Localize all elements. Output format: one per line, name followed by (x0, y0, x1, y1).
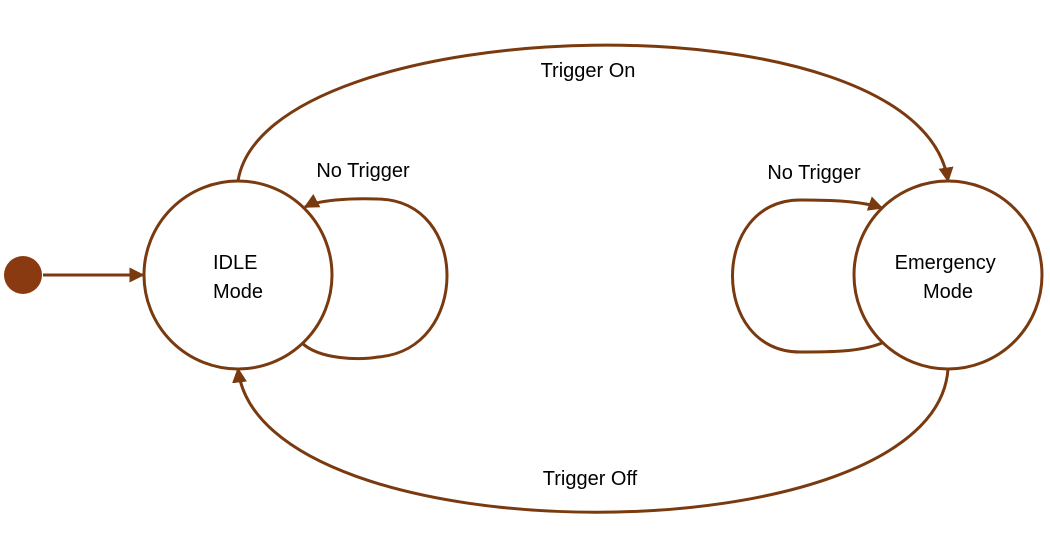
emergency-self-loop-label: No Trigger (767, 162, 861, 184)
trigger-on-arrow (236, 43, 954, 183)
idle-state (142, 179, 334, 371)
idle-self-loop-arrow (300, 194, 449, 361)
trigger-off-arrow (232, 367, 950, 514)
emergency-state-label-line2: Mode (923, 281, 973, 303)
trigger-on-label: Trigger On (541, 60, 636, 82)
emergency-self-loop-arrow (731, 196, 884, 354)
emergency-state (852, 179, 1044, 371)
emergency-state-label-line1: Emergency (895, 252, 996, 274)
idle-state-label-line1: IDLE (213, 252, 257, 274)
idle-state-label: IDLE Mode (213, 252, 263, 303)
trigger-off-label: Trigger Off (543, 468, 638, 490)
idle-self-loop-label: No Trigger (316, 160, 410, 182)
idle-state-label-line2: Mode (213, 281, 263, 303)
emergency-state-label: Emergency Mode (895, 252, 1002, 303)
initial-state-dot (4, 256, 42, 294)
